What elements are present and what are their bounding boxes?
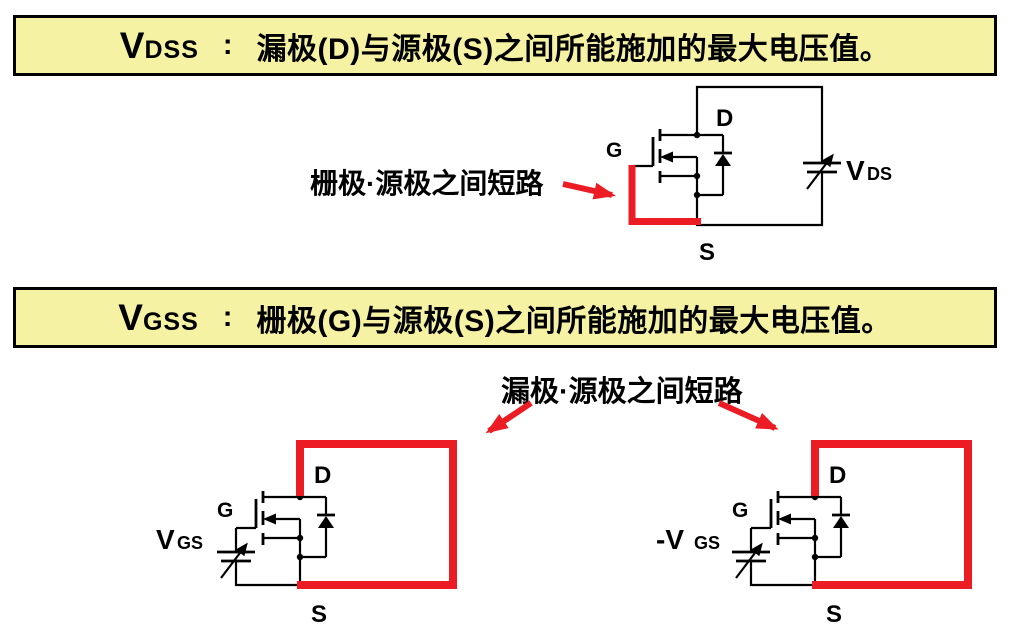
vdss-definition-banner: VDSS : 漏极(D)与源极(S)之间所能施加的最大电压值。 — [13, 15, 997, 76]
drain-source-short-annotation: 漏极·源极之间短路 — [501, 376, 743, 408]
source-wire — [234, 557, 302, 587]
loop-wire-top — [695, 85, 824, 163]
source-terminal-label: S — [699, 239, 715, 266]
source-terminal-label: S — [826, 601, 842, 628]
source-wire — [749, 557, 817, 587]
vdss-colon: : — [222, 29, 233, 61]
gate-source-short-annotation: 栅极·源极之间短路 — [310, 168, 544, 199]
vdss-description: 漏极(D)与源极(S)之间所能施加的最大电压值。 — [256, 32, 891, 66]
loop-wire-bottom — [695, 172, 824, 227]
vgss-definition-banner: VGSS : 栅极(G)与源极(S)之间所能施加的最大电压值。 — [13, 287, 997, 348]
vgss-symbol-sub: GSS — [142, 307, 199, 336]
gate-terminal-label: G — [217, 499, 233, 522]
vdss-test-circuit: G D S V DS — [562, 85, 892, 266]
annotation-arrow — [717, 400, 779, 431]
red-short-wire-drain-source — [296, 440, 457, 589]
mosfet-symbol — [749, 489, 852, 562]
drain-terminal-label: D — [314, 462, 331, 489]
vdss-symbol-main: V — [119, 24, 145, 66]
annotation-arrow — [562, 181, 616, 200]
mosfet-symbol — [234, 489, 337, 562]
vgss-symbol-label: VGSS — [118, 297, 198, 339]
negative-vgs-label-main: -V — [656, 524, 684, 555]
annotation-arrow — [485, 400, 533, 434]
red-short-wire-gate-source — [628, 165, 701, 225]
drain-terminal-label: D — [716, 105, 733, 132]
gate-terminal-label: G — [606, 139, 622, 162]
vgss-test-circuit-left: G D S V GS — [156, 400, 533, 628]
vgss-symbol-main: V — [118, 296, 143, 338]
vgss-test-circuit-right: G D S -V GS — [656, 400, 972, 628]
red-short-wire-drain-source — [811, 440, 972, 589]
vdss-symbol-label: VDSS — [120, 25, 199, 67]
drain-terminal-label: D — [829, 462, 846, 489]
vds-label-sub: DS — [867, 164, 892, 184]
vgs-label-main: V — [156, 524, 175, 555]
negative-vgs-label-sub: GS — [694, 533, 720, 553]
vds-label-main: V — [846, 155, 865, 186]
vgs-label-sub: GS — [177, 533, 203, 553]
vgss-colon: : — [222, 301, 233, 333]
vgss-description: 栅极(G)与源极(S)之间所能施加的最大电压值。 — [256, 304, 892, 338]
vdss-symbol-sub: DSS — [144, 35, 199, 64]
source-terminal-label: S — [311, 601, 327, 628]
mosfet-symbol — [631, 127, 734, 200]
gate-terminal-label: G — [732, 499, 748, 522]
